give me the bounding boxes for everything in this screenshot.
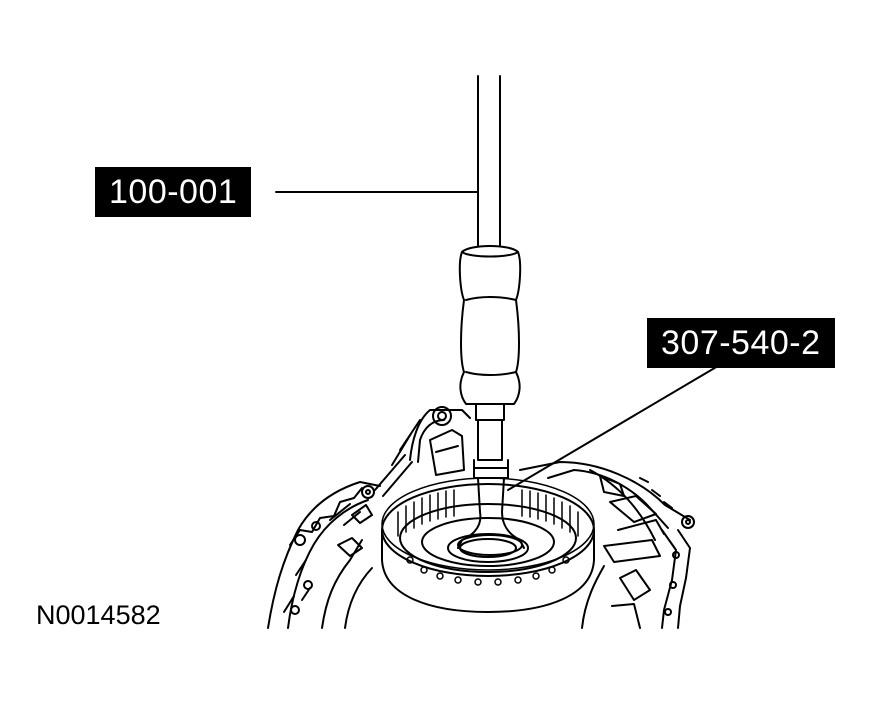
figure-id: N0014582: [36, 600, 161, 630]
housing-boss: [374, 406, 471, 497]
transmission-housing-left: [267, 481, 381, 629]
callout-100-001: 100-001: [95, 167, 252, 217]
callout-307-540-2: 307-540-2: [647, 318, 835, 368]
spline-teeth: [397, 489, 579, 586]
slide-hammer-weight: [458, 245, 522, 405]
clutch-drum: [381, 477, 595, 613]
leader-line-307-540-2: [507, 365, 719, 491]
remover-adapter: [457, 403, 525, 556]
transmission-housing-right: [519, 461, 695, 629]
slide-hammer-rod: [477, 75, 501, 253]
